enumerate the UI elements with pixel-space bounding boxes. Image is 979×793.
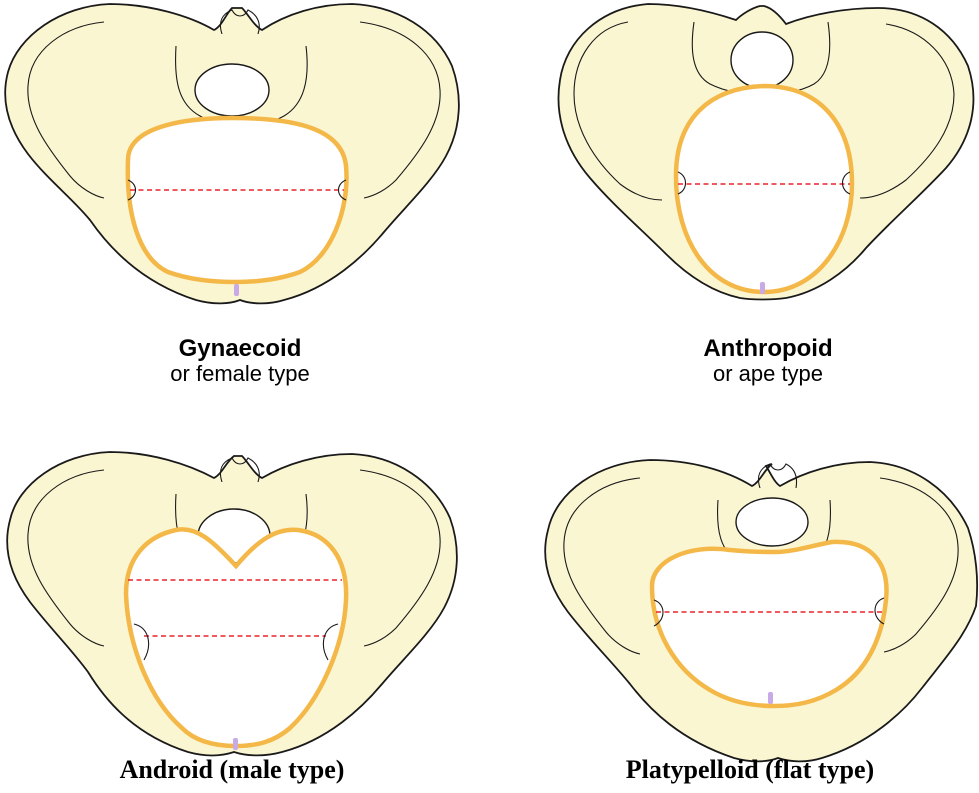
android-pelvis	[7, 452, 457, 755]
vertebral-canal	[731, 32, 793, 88]
platypelloid-pelvis	[545, 460, 977, 761]
pubic-symphysis	[768, 692, 773, 704]
anthropoid-pelvis	[558, 4, 973, 300]
pubic-symphysis	[233, 738, 238, 750]
caption-android: Android (male type)	[82, 755, 382, 785]
gynaecoid-pelvis	[5, 4, 459, 303]
caption-gynaecoid: Gynaecoid or female type	[120, 336, 360, 386]
vertebral-canal	[195, 64, 269, 116]
caption-platypelloid: Platypelloid (flat type)	[580, 755, 920, 785]
vertebral-canal	[736, 498, 808, 546]
pubic-symphysis	[234, 284, 239, 296]
pelvic-inlet	[128, 118, 347, 282]
caption-subtitle: or female type	[120, 362, 360, 386]
caption-subtitle: or ape type	[648, 362, 888, 386]
caption-anthropoid: Anthropoid or ape type	[648, 336, 888, 386]
caption-title: Gynaecoid	[120, 336, 360, 362]
pubic-symphysis	[760, 282, 765, 294]
pelvic-inlet	[676, 86, 852, 292]
caption-title: Anthropoid	[648, 336, 888, 362]
